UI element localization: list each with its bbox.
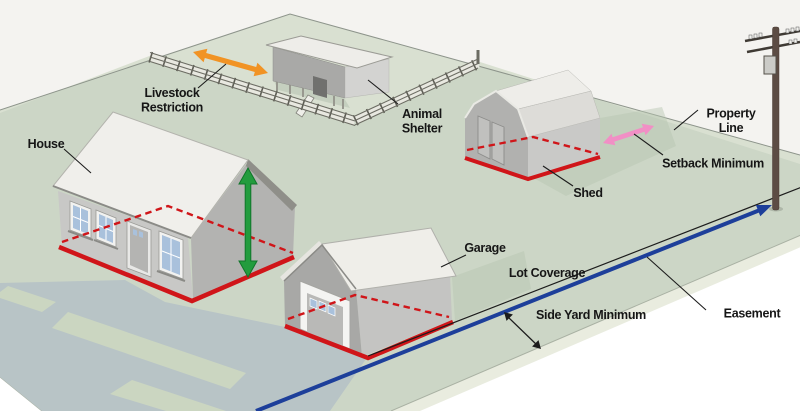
utility-pole (744, 26, 800, 212)
property-line-label-line2: Line (719, 121, 744, 135)
road-planting-strips (0, 286, 246, 411)
shed-building (464, 69, 601, 178)
property-line-pointer (673, 109, 699, 131)
shelter-roof (265, 35, 394, 69)
side-yard-arrow-icon (504, 312, 541, 349)
livestock-restriction-label-line1: Livestock (145, 86, 200, 100)
shed-roof-trim (464, 89, 529, 138)
shelter-door (313, 76, 327, 98)
house-windows (67, 200, 186, 282)
shelter-posts (276, 81, 344, 109)
pointer-lines (63, 63, 707, 311)
property-line-label-line1: Property (706, 107, 755, 121)
lot-top-edge (0, 13, 800, 156)
setback-minimum-label: Setback Minimum (662, 157, 764, 171)
shed-base-line (464, 155, 601, 182)
animal-shelter-label-line1: Animal (402, 107, 442, 121)
easement-label: Easement (724, 307, 782, 321)
shed-label: Shed (573, 186, 602, 200)
house-door (126, 220, 152, 278)
lot-coverage-label: Lot Coverage (509, 266, 586, 280)
labels: House Livestock Restriction Animal Shelt… (28, 86, 782, 322)
livestock-restriction-arrow-icon (193, 48, 268, 77)
setback-pointer (633, 133, 664, 156)
house-pointer (63, 148, 92, 174)
garage-shadow (452, 251, 531, 321)
side-property-line (367, 187, 800, 357)
livestock-pointer (197, 63, 227, 89)
pole-mast (772, 26, 780, 211)
house-base-line (58, 244, 295, 304)
shed-right-wall (528, 118, 600, 178)
house-roof-back-edge (246, 159, 297, 211)
transformer-box (763, 55, 777, 75)
fence-end-post (476, 50, 480, 64)
easement-pointer (646, 256, 707, 311)
garage-building (280, 227, 457, 357)
house-eave-shadow (52, 185, 192, 239)
easement-line (255, 208, 761, 411)
garage-right-wall (356, 275, 452, 357)
livestock-fence (148, 50, 481, 127)
shed-pointer (542, 165, 574, 187)
pole-insulators (748, 26, 800, 45)
shelter-under-shadow (274, 81, 350, 108)
garage-pointer (440, 254, 467, 268)
garage-roof-left (280, 241, 322, 281)
road-driveway (0, 280, 366, 411)
shed-footprint-dashed (466, 135, 599, 156)
lot-bottom-edge (390, 234, 800, 411)
garage-label: Garage (464, 241, 506, 255)
height-restriction-arrow-icon (238, 166, 258, 279)
animal-shelter-label-line2: Shelter (402, 122, 443, 136)
garage-footprint-dashed (287, 293, 450, 321)
side-yard-minimum-label: Side Yard Minimum (536, 308, 646, 322)
garage-eave-shadow (283, 243, 357, 290)
livestock-restriction-label-line2: Restriction (141, 101, 203, 115)
animal-shelter-pointer (367, 79, 399, 105)
garage-roof (321, 227, 457, 292)
setback-arrow-icon (603, 123, 654, 146)
house-label: House (28, 137, 65, 151)
house-footprint-dashed (61, 204, 294, 255)
garage-door (299, 280, 351, 350)
easement-arrowhead-icon (755, 205, 772, 217)
